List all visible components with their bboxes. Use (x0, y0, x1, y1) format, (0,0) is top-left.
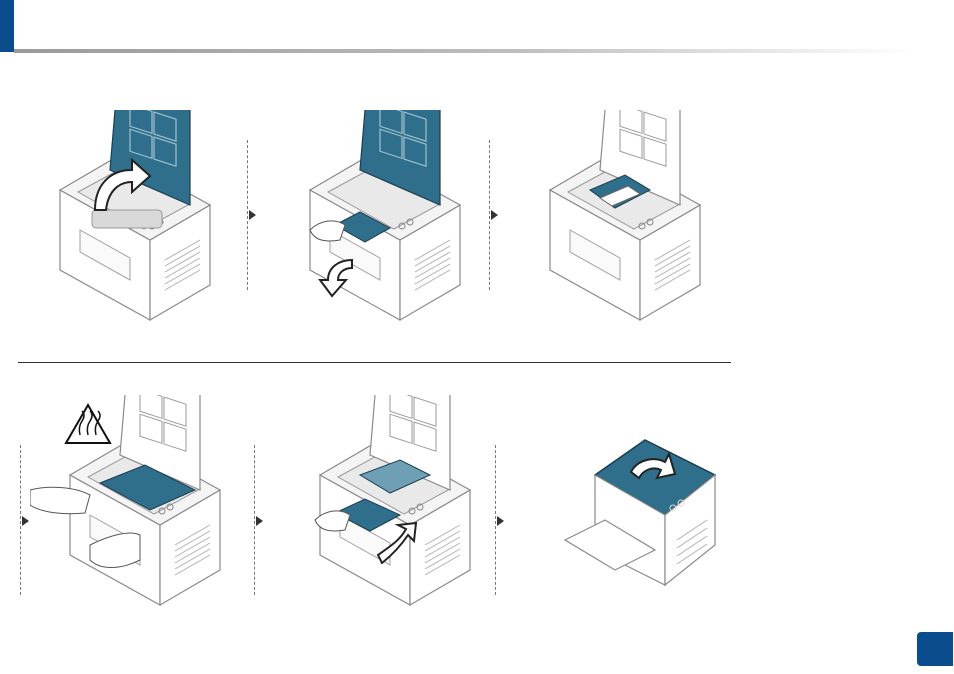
step-separator (247, 140, 248, 290)
step-arrow-icon (491, 210, 498, 220)
step-arrow-icon (256, 516, 263, 526)
step-3-locate-jam (530, 110, 710, 330)
step-6-close-cover (545, 420, 725, 620)
step-2-remove-toner (290, 110, 470, 330)
printer-illustration (40, 110, 220, 330)
step-arrow-icon (497, 516, 504, 526)
page-number-badge (917, 632, 953, 666)
step-separator (20, 445, 21, 595)
step-4-pull-paper (30, 395, 230, 615)
section-divider (18, 362, 731, 363)
step-arrow-icon (249, 210, 256, 220)
printer-illustration (545, 420, 725, 620)
step-arrow-icon (22, 516, 29, 526)
printer-illustration (530, 110, 710, 330)
printer-illustration (290, 110, 470, 330)
printer-illustration (300, 395, 480, 615)
step-1-open-cover (40, 110, 220, 330)
hot-surface-warning-icon (66, 405, 110, 443)
step-separator (489, 140, 490, 290)
header-rule (14, 49, 914, 53)
step-separator (495, 445, 496, 595)
chapter-tab (0, 0, 14, 52)
step-separator (254, 445, 255, 595)
step-5-insert-toner (300, 395, 480, 615)
printer-illustration (30, 395, 230, 615)
